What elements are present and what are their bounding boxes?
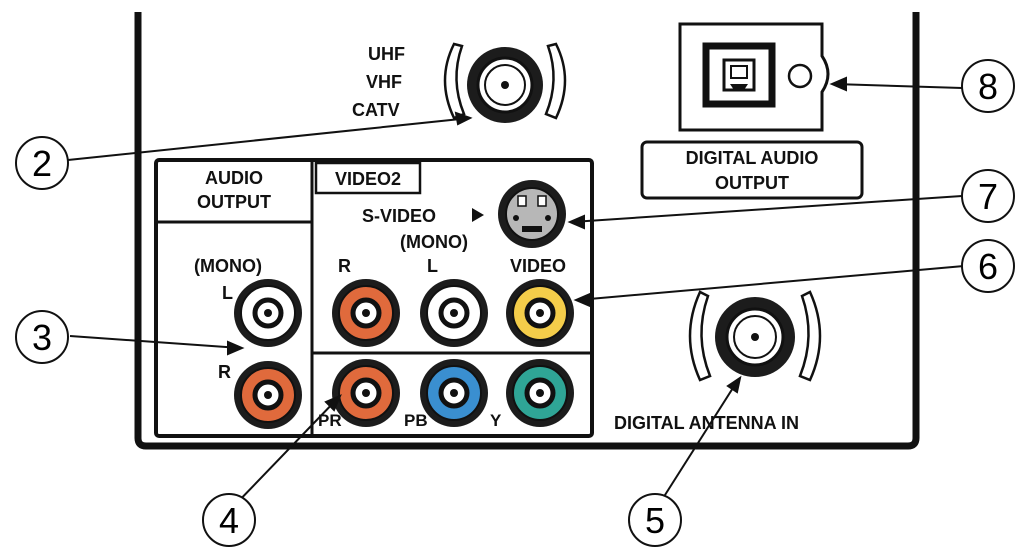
svg-text:8: 8 (978, 66, 998, 107)
video2-video-jack[interactable] (506, 279, 574, 347)
mono-left-label: (MONO) (194, 256, 262, 276)
svg-text:3: 3 (32, 317, 52, 358)
video2-label: VIDEO2 (335, 169, 401, 189)
leader-7 (571, 195, 963, 223)
leader-6 (577, 265, 965, 301)
video2-audio-l-jack[interactable] (420, 279, 488, 347)
svg-text:7: 7 (978, 176, 998, 217)
leader-8 (833, 83, 963, 89)
mono-upper-label: (MONO) (400, 232, 468, 252)
optical-audio-port[interactable] (678, 22, 830, 132)
video-l-label: L (427, 256, 438, 276)
vhf-label: VHF (366, 72, 402, 92)
audio-output-label-line2: OUTPUT (197, 192, 271, 212)
svg-text:4: 4 (219, 500, 239, 541)
svg-text:6: 6 (978, 246, 998, 287)
audio-out-r-jack[interactable] (234, 361, 302, 429)
leader-8-arrowhead (829, 76, 847, 92)
callout-6: 6 (961, 239, 1015, 293)
audio-out-l-jack[interactable] (234, 279, 302, 347)
component-y-jack[interactable] (506, 359, 574, 427)
callout-2: 2 (15, 136, 69, 190)
s-video-arrow-icon (472, 208, 484, 222)
svg-text:2: 2 (32, 143, 52, 184)
leader-2-arrowhead (454, 111, 473, 126)
video2-audio-r-jack[interactable] (332, 279, 400, 347)
video2-label-box (314, 161, 422, 195)
digital-audio-label-line2: OUTPUT (715, 173, 789, 193)
leader-3 (69, 335, 241, 349)
y-label: Y (490, 411, 502, 430)
audio-r-label: R (218, 362, 231, 382)
callout-4: 4 (202, 493, 256, 547)
audio-output-label-line1: AUDIO (205, 168, 263, 188)
component-pb-jack[interactable] (420, 359, 488, 427)
digital-antenna-jack[interactable] (688, 290, 822, 382)
callout-5: 5 (628, 493, 682, 547)
leader-2 (67, 117, 471, 161)
leader-4-arrowhead (324, 394, 342, 412)
svg-text:5: 5 (645, 500, 665, 541)
leader-3-arrowhead (227, 340, 245, 356)
digital-audio-label-line1: DIGITAL AUDIO (686, 148, 819, 168)
s-video-label: S-VIDEO (362, 206, 436, 226)
leader-5 (657, 379, 739, 507)
digital-antenna-label: DIGITAL ANTENNA IN (614, 413, 799, 433)
leader-4 (231, 397, 339, 509)
catv-label: CATV (352, 100, 400, 120)
component-pr-jack[interactable] (332, 359, 400, 427)
video-r-label: R (338, 256, 351, 276)
s-video-jack[interactable] (498, 180, 566, 248)
back-panel-outline (134, 12, 920, 450)
audio-l-label: L (222, 283, 233, 303)
callouts: 2 3 4 5 6 7 8 (15, 59, 1015, 547)
digital-audio-label-box (640, 140, 864, 200)
leader-7-arrowhead (567, 214, 585, 230)
callout-8: 8 (961, 59, 1015, 113)
leader-5-arrowhead (726, 375, 742, 394)
rf-antenna-jack[interactable] (443, 42, 567, 123)
pb-label: PB (404, 411, 428, 430)
pr-label: PR (318, 411, 342, 430)
leader-6-arrowhead (573, 292, 591, 308)
video-label: VIDEO (510, 256, 566, 276)
callout-3: 3 (15, 310, 69, 364)
callout-leaders (67, 76, 965, 509)
callout-7: 7 (961, 169, 1015, 223)
uhf-label: UHF (368, 44, 405, 64)
